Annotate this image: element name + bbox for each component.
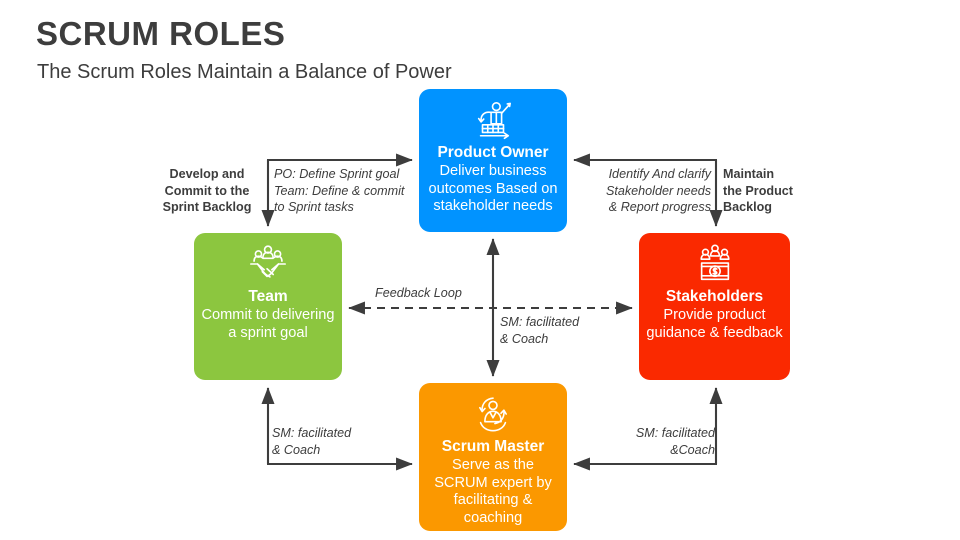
edge-label-sm-center: SM: facilitated & Coach <box>500 315 580 346</box>
page-title: SCRUM ROLES <box>36 15 286 52</box>
connector-scrum-master-to-stakeholders <box>573 387 723 471</box>
role-desc-stakeholders: Provide product guidance & feedback <box>646 306 783 341</box>
role-box-product-owner[interactable]: Product Owner Deliver business outcomes … <box>419 89 567 232</box>
edge-label-identify-clarify: Identify And clarify Stakeholder needs &… <box>605 167 711 215</box>
handshake-people-icon <box>250 245 286 278</box>
role-box-stakeholders[interactable]: Stakeholders Provide product guidance & … <box>639 233 790 380</box>
edge-label-develop-commit: Develop and Commit to the Sprint Backlog <box>162 167 252 215</box>
connector-stakeholders-to-po <box>573 153 723 227</box>
connector-po-to-team <box>261 153 413 227</box>
edge-label-feedback-loop: Feedback Loop <box>375 286 462 300</box>
edge-label-maintain-backlog: Maintain the Product Backlog <box>723 167 793 215</box>
role-title-team: Team <box>248 288 288 305</box>
edge-label-po-define: PO: Define Sprint goal Team: Define & co… <box>274 167 405 215</box>
role-desc-scrum-master: Serve as the SCRUM expert by facilitatin… <box>434 456 552 527</box>
role-title-scrum-master: Scrum Master <box>441 438 545 455</box>
connector-scrum-master-to-team <box>261 387 413 471</box>
presenter-chart-icon <box>477 102 511 140</box>
edge-label-sm-right: SM: facilitated &Coach <box>635 426 715 457</box>
role-desc-product-owner: Deliver business outcomes Based on stake… <box>428 162 558 215</box>
role-desc-team: Commit to delivering a sprint goal <box>201 306 335 341</box>
page-subtitle: The Scrum Roles Maintain a Balance of Po… <box>37 61 452 83</box>
role-title-stakeholders: Stakeholders <box>665 288 764 305</box>
role-title-product-owner: Product Owner <box>437 144 549 161</box>
role-box-team[interactable]: Team Commit to delivering a sprint goal <box>194 233 342 380</box>
person-cycle-icon <box>479 397 507 432</box>
role-box-scrum-master[interactable]: Scrum Master Serve as the SCRUM expert b… <box>419 383 567 531</box>
people-money-icon <box>699 244 730 281</box>
edge-label-sm-left: SM: facilitated & Coach <box>272 426 352 457</box>
